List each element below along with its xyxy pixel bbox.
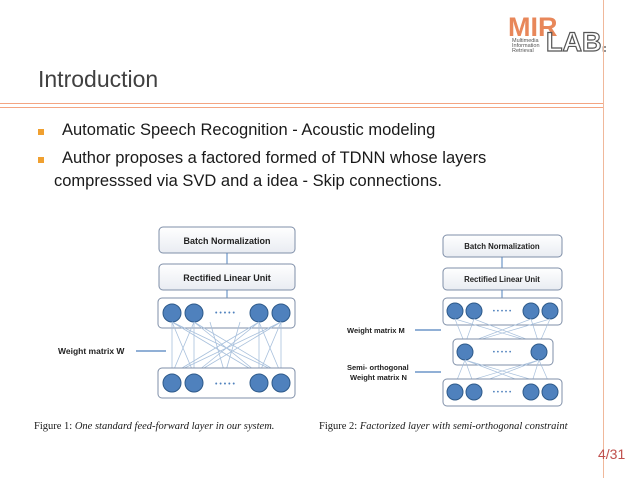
fig2-node <box>522 302 540 320</box>
figure-2-caption-prefix: Figure 2: <box>319 421 358 432</box>
title-underline-thin <box>0 107 603 108</box>
right-divider <box>603 0 604 478</box>
fig2-semi-label-2: Weight matrix N <box>350 373 407 382</box>
fig2-node <box>465 383 483 401</box>
fig2-node <box>522 383 540 401</box>
fig1-weight-label: Weight matrix W <box>58 346 125 356</box>
fig1-connections <box>171 321 282 375</box>
slide-title: Introduction <box>38 66 159 92</box>
fig2-weight-m-label: Weight matrix M <box>347 326 405 335</box>
fig2-node <box>446 302 464 320</box>
fig1-node <box>162 303 182 323</box>
fig1-node <box>271 373 291 393</box>
fig1-dots: • • • • • <box>215 381 236 388</box>
figure-1-caption-prefix: Figure 1: <box>34 421 73 432</box>
logo-line-3: Retrieval <box>512 48 534 54</box>
fig2-batch-norm-label: Batch Normalization <box>464 242 540 251</box>
page-number: 4/31 <box>598 446 626 462</box>
title-underline <box>0 103 603 104</box>
fig1-batch-norm-label: Batch Normalization <box>183 236 270 246</box>
fig2-node <box>465 302 483 320</box>
fig1-dots: • • • • • <box>215 310 236 317</box>
bullet-text-2: Author proposes a factored formed of TDN… <box>62 149 487 167</box>
mir-lab-logo: MIR LAB. Multimedia Information Retrieva… <box>508 12 606 54</box>
figure-2: Batch Normalization Rectified Linear Uni… <box>347 234 563 407</box>
fig1-node <box>162 373 182 393</box>
figure-2-caption-text: Factorized layer with semi-orthogonal co… <box>359 421 568 432</box>
fig2-dots: • • • • • <box>493 349 512 356</box>
figure-1: Batch Normalization Rectified Linear Uni… <box>58 226 296 399</box>
fig2-node <box>541 302 559 320</box>
fig1-node <box>249 303 269 323</box>
logo-mark-mir: MIR <box>508 12 558 42</box>
fig2-node <box>446 383 464 401</box>
fig2-node <box>541 383 559 401</box>
figure-2-caption: Figure 2: Factorized layer with semi-ort… <box>319 421 568 432</box>
fig2-relu-label: Rectified Linear Unit <box>464 275 540 284</box>
fig2-node <box>456 343 474 361</box>
logo-line-1: Multimedia <box>512 38 540 44</box>
fig1-node <box>249 373 269 393</box>
figure-1-caption: Figure 1: One standard feed-forward laye… <box>34 421 274 432</box>
fig1-relu-label: Rectified Linear Unit <box>183 273 271 283</box>
fig1-node <box>184 373 204 393</box>
bullet-text-2-cont: compresssed via SVD and a idea - Skip co… <box>54 172 442 190</box>
fig2-dots: • • • • • <box>493 308 512 315</box>
logo-mark-lab: LAB. <box>546 27 606 54</box>
fig1-node <box>271 303 291 323</box>
fig1-node <box>184 303 204 323</box>
fig2-semi-label-1: Semi- orthogonal <box>347 363 409 372</box>
fig2-dots: • • • • • <box>493 389 512 396</box>
bullet-text-1: Automatic Speech Recognition - Acoustic … <box>62 121 436 139</box>
fig2-node <box>530 343 548 361</box>
bullet-icon <box>38 129 44 135</box>
figure-1-caption-text: One standard feed-forward layer in our s… <box>74 421 275 432</box>
bullet-icon <box>38 157 44 163</box>
fig2-middle-layer <box>452 338 554 366</box>
logo-line-2: Information <box>512 43 540 49</box>
